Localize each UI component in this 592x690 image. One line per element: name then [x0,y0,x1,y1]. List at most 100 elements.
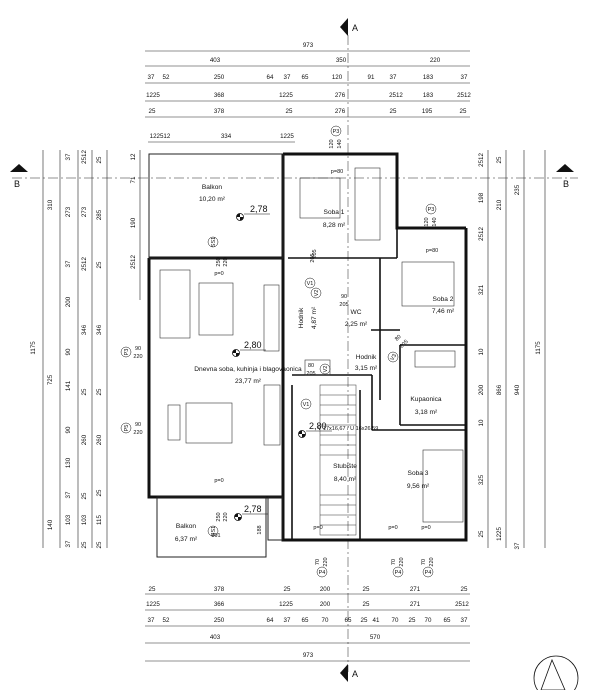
section-label: B [563,179,569,189]
section-marker-a-bottom: A [340,664,358,682]
side-dimension-lines [42,150,546,548]
svg-text:80: 80 [308,363,314,369]
room-name: Stubište [333,463,357,470]
dim-label: 10 [478,419,485,426]
hodnik-width: 205 [312,249,318,258]
dim-label: 90 [65,348,72,355]
window-tag: P4 70 220 [315,557,329,578]
room-name: Dnevna soba, kuhinja i blagovaonica [194,366,302,373]
svg-text:220: 220 [223,512,229,521]
dim-label: 25 [96,541,103,548]
dim-label: 25 [81,541,88,548]
dim-label: 273 [81,206,88,217]
dim-label: 25 [390,108,397,115]
dim-label: 250 [214,617,225,624]
dim-label: 1225 [279,601,293,608]
dim-label: 200 [65,296,72,307]
room-name: Balkon [202,184,222,191]
door-tag: V2 90 205 [310,287,349,308]
furniture [159,167,464,523]
dim-label: 260 [81,434,88,445]
svg-text:220: 220 [323,557,329,566]
room-labels: Balkon 10,20 m² Soba 1 8,28 m² Soba 2 7,… [175,184,455,543]
dim-label: 37 [148,74,155,81]
dim-label: 378 [214,586,225,593]
svg-text:90: 90 [135,346,141,352]
room-area: 9,56 m² [407,483,430,490]
dim-label: 130 [65,457,72,468]
dim-label: 1175 [30,341,37,355]
dim-label: 65 [302,617,309,624]
right-dimensions: 2512 198 2512 321 10 200 10 325 25 1225 … [478,153,542,550]
dim-label: 25 [496,156,503,163]
svg-text:P3: P3 [333,129,340,135]
floor-mark: p=80 [331,169,343,175]
dim-label: 276 [335,92,346,99]
room-area: 4,87 m² [311,306,318,329]
section-label: A [352,669,358,679]
dim-label: 183 [423,92,434,99]
dim-label: 310 [47,199,54,210]
svg-text:P4: P4 [395,570,402,576]
balkon-width: 188 [257,525,263,534]
section-marker-b-right: B [556,164,574,189]
level-marker: 2,78 [234,504,268,521]
dim-label: 1225 [280,133,294,140]
dim-label: 403 [210,57,221,64]
dim-label: 65 [444,617,451,624]
room-name: Soba 1 [324,209,345,216]
dim-label: 25 [460,108,467,115]
stair-spec: V 17x16,67 / U 16x26,59 [318,426,379,432]
balkon-depth: 391 [211,533,220,539]
dim-label: 37 [461,74,468,81]
dim-label: 2512 [130,255,137,269]
room-name: Soba 2 [433,296,454,303]
section-label: B [14,179,20,189]
dim-label: 64 [267,617,274,624]
dim-label: 220 [430,57,441,64]
room-area: 8,40 m² [334,476,357,483]
level-marker: 2,80 [298,421,332,438]
window-tag: P3 120 140 [424,203,438,227]
window-tag: P3 120 140 [329,125,343,149]
dim-label: 70 [425,617,432,624]
room-area: 6,37 m² [175,536,198,543]
door-tags: SS1 250 220 SS1 250 220 V1 205 V2 90 205… [207,236,410,537]
svg-text:P3: P3 [124,349,130,356]
room-area: 23,77 m² [235,378,262,385]
dim-label: 195 [422,108,433,115]
dim-label: 346 [96,324,103,335]
dim-label: 25 [81,388,88,395]
dim-label: 25 [478,530,485,537]
svg-text:205: 205 [399,339,410,350]
svg-text:220: 220 [133,354,142,360]
dim-label: 70 [392,617,399,624]
dim-label: 52 [163,617,170,624]
level-value: 2,80 [244,340,262,350]
dim-label: 1225 [146,92,160,99]
svg-text:SS1: SS1 [211,237,217,247]
dim-label: 2512 [389,92,403,99]
dim-label: 321 [478,284,485,295]
bottom-dimensions: 25 378 25 200 25 271 25 1225 366 1225 20… [146,586,469,659]
dim-label: 37 [390,74,397,81]
dim-label: 52 [163,74,170,81]
dim-label: 25 [409,617,416,624]
svg-text:205: 205 [339,302,348,308]
door-tag: SS1 250 220 [207,236,229,267]
dim-label: 271 [410,601,421,608]
dim-label: 64 [267,74,274,81]
room-name: Hodnik [356,354,377,361]
window-tag: P5 90 220 [120,422,143,436]
stairs [319,384,357,536]
dim-label: 378 [214,108,225,115]
window-tag: P4 70 220 [391,557,405,578]
dim-label: 41 [373,617,380,624]
dim-label: 37 [65,260,72,267]
door-tag: V3 80 205 [387,334,410,363]
level-value: 2,78 [250,204,268,214]
room-name: Soba 3 [408,470,429,477]
svg-text:205: 205 [310,253,316,262]
door-tag: V1 [300,398,312,410]
svg-text:P4: P4 [425,570,432,576]
